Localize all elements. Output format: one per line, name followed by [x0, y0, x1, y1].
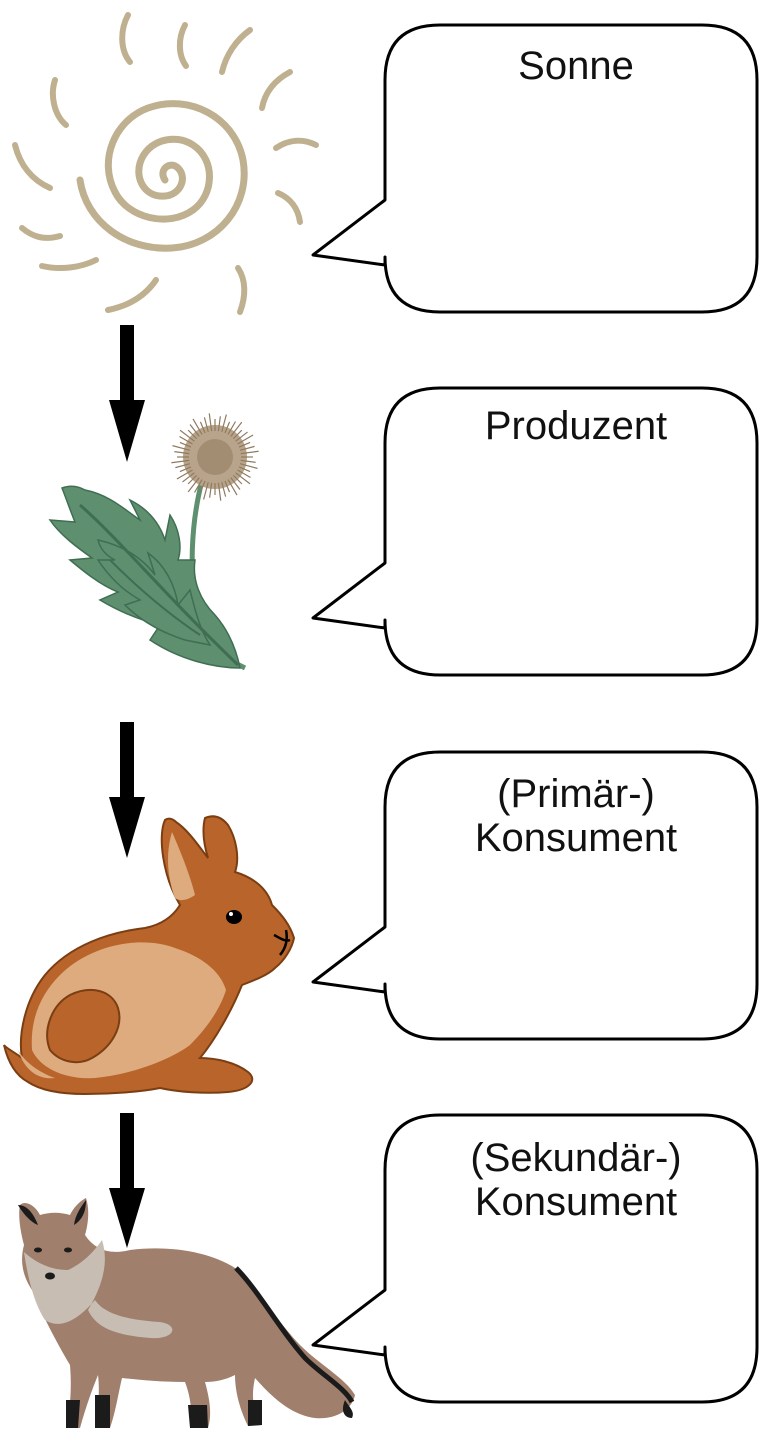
seed-fiber [224, 421, 231, 434]
label-line: (Sekundär-) [470, 1136, 682, 1180]
fox-icon [18, 1198, 355, 1428]
seed-fiber [189, 424, 200, 437]
label-line: (Primär-) [497, 772, 655, 816]
seed-fiber [230, 477, 241, 490]
seed-fiber [217, 416, 221, 432]
seed-fiber [239, 463, 258, 469]
label-line: Konsument [474, 1180, 678, 1224]
seed-fiber [230, 421, 243, 437]
seed-fiber [240, 450, 259, 455]
seed-fiber [171, 459, 190, 464]
seed-fiber [174, 451, 190, 455]
seed-fiber [172, 445, 191, 451]
seed-fiber [179, 429, 195, 442]
seed-fiber [182, 472, 195, 483]
sun-icon [12, 12, 319, 315]
seed-fiber [179, 441, 192, 448]
seed-fiber [232, 429, 243, 440]
seed-fiber [187, 474, 198, 485]
label-line: Produzent [484, 404, 668, 448]
seed-fiber [227, 421, 237, 435]
down-arrow-icon [109, 325, 145, 462]
speech-bubble-primaer [311, 750, 759, 1041]
seed-fiber [203, 417, 209, 433]
down-arrow-icon [109, 1113, 145, 1248]
seed-fiber [240, 459, 256, 463]
seed-fiber [217, 482, 222, 501]
seed-fiber [176, 469, 193, 480]
speech-bubble-sekundaer [311, 1113, 759, 1404]
seed-fiber [187, 477, 200, 493]
seed-fiber [199, 480, 206, 493]
seed-fiber [232, 474, 243, 485]
seed-fiber [203, 481, 209, 500]
seed-fiber [209, 482, 213, 498]
seed-fiber [179, 435, 193, 445]
seed-fiber [199, 421, 206, 434]
label-line: Sonne [518, 44, 634, 88]
down-arrow-icon [109, 722, 145, 858]
seed-fiber [238, 466, 251, 473]
seed-fiber [239, 445, 255, 451]
seed-fiber [235, 431, 248, 442]
rabbit-icon [3, 815, 296, 1096]
seed-fiber [221, 414, 227, 433]
dandelion-icon [48, 413, 259, 671]
speech-bubble-sonne [311, 23, 759, 314]
seed-fiber [187, 429, 198, 440]
seed-fiber [208, 413, 213, 432]
seed-fiber [175, 463, 191, 469]
seed-fiber [193, 479, 203, 493]
seed-fiber [237, 434, 254, 445]
seed-fiber [238, 441, 251, 448]
stage-label-produzent: Produzent [396, 404, 756, 448]
seed-fiber [235, 472, 251, 485]
seed-fiber [237, 469, 251, 479]
stage-label-sekundaer-konsument: (Sekundär-) Konsument [396, 1136, 756, 1224]
stage-label-primaer-konsument: (Primär-) Konsument [396, 772, 756, 860]
seed-fiber [179, 466, 192, 473]
speech-bubble-produzent [311, 386, 759, 677]
stage-label-sonne: Sonne [396, 44, 756, 88]
seed-fiber [192, 418, 203, 435]
seed-fiber [221, 481, 227, 497]
seed-fiber [224, 480, 231, 493]
label-line: Konsument [474, 816, 678, 860]
seed-fiber [227, 479, 238, 496]
